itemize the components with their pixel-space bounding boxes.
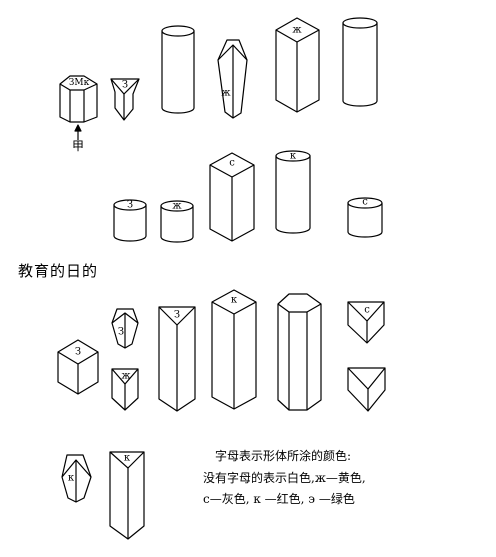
shape-label: ж — [292, 25, 302, 36]
tall-square-prism-shape: ж — [275, 17, 320, 113]
shape-label: к — [124, 453, 131, 464]
shape-label: З — [174, 310, 180, 321]
square-prism-shape: с — [209, 152, 255, 242]
shape-label: ж — [221, 88, 231, 99]
hexagonal-prism-shape — [277, 293, 322, 411]
pointer-label: 甲 — [72, 139, 84, 153]
tall-cylinder-shape — [161, 25, 195, 114]
shape-label: ЗМк — [69, 78, 90, 88]
shape-label: с — [364, 305, 370, 316]
shape-label: З — [127, 200, 133, 211]
short-cylinder-shape: с — [347, 197, 383, 238]
cube-shape: З — [57, 339, 99, 395]
tapered-prism-shape: З — [111, 308, 139, 349]
section-heading: 教育的日的 — [18, 262, 98, 280]
triangular-prism-shape — [347, 367, 386, 412]
shape-label: ж — [121, 371, 131, 382]
triangular-prism-shape: ж — [111, 368, 139, 411]
legend-line-2: 没有字母的表示白色,ж—黄色, — [203, 470, 366, 485]
short-cylinder-shape: ж — [160, 200, 194, 243]
triangular-prism-shape: с — [347, 301, 385, 344]
tall-triangular-prism-shape: к — [109, 451, 145, 540]
tall-cylinder-shape — [342, 17, 378, 107]
shape-label: ж — [172, 201, 182, 212]
shape-label: к — [68, 473, 75, 484]
tall-cylinder-shape: к — [275, 150, 311, 234]
legend-line-3: c—灰色, к —红色, э —绿色 — [203, 491, 355, 506]
square-prism-shape: к — [211, 289, 257, 410]
triangular-prism-shape: З — [110, 78, 140, 121]
hexagonal-prism-shape: ЗМк — [59, 75, 98, 123]
short-cylinder-shape: З — [113, 199, 147, 242]
legend-line-1: 字母表示形体所涂的颜色: — [215, 448, 351, 463]
shape-label: З — [118, 327, 124, 338]
tall-triangular-prism-shape: З — [158, 306, 196, 412]
shape-label: З — [122, 80, 128, 91]
shape-label: с — [229, 158, 235, 169]
pointer-arrow — [74, 124, 82, 140]
shape-label: к — [231, 295, 238, 306]
shape-label: З — [75, 347, 81, 358]
tall-tapered-prism-shape: ж — [217, 39, 248, 119]
shape-label: к — [290, 151, 297, 162]
tapered-prism-shape: к — [61, 454, 92, 503]
shape-label: с — [362, 197, 368, 208]
